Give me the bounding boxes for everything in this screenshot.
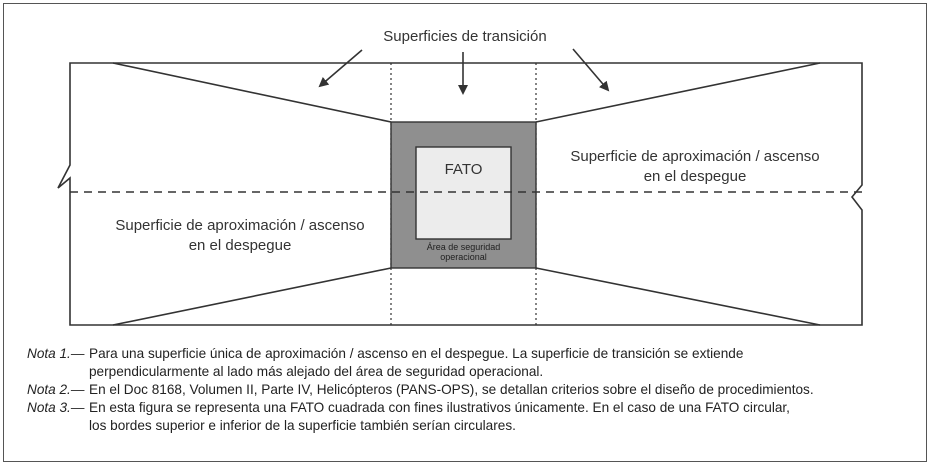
transition-line-top-right	[535, 62, 821, 123]
safety-area-label-line1: Área de seguridad	[426, 242, 501, 252]
figure-frame	[3, 3, 927, 462]
note-text: Para una superficie única de aproximació…	[89, 346, 744, 361]
note-text: En esta figura se representa una FATO cu…	[89, 400, 790, 415]
surface-outline	[57, 62, 863, 326]
arrow-right	[572, 48, 610, 92]
note-text: En el Doc 8168, Volumen II, Parte IV, He…	[89, 382, 814, 397]
transition-line-bottom-right	[535, 267, 821, 326]
note-key: Nota 2.—	[27, 382, 85, 397]
fato-label: FATO	[444, 161, 483, 178]
note-1: Nota 1.— Para una superficie única de ap…	[27, 345, 917, 381]
transition-line-bottom-left	[112, 267, 392, 326]
right-surface-label-line1: Superficie de aproximación / ascenso	[570, 148, 820, 165]
left-surface-label-line1: Superficie de aproximación / ascenso	[115, 217, 365, 234]
left-surface-label-line2: en el despegue	[188, 237, 292, 254]
note-key: Nota 3.—	[27, 400, 85, 415]
diagram-title: Superficies de transición	[383, 28, 547, 45]
fato-square	[415, 146, 512, 240]
notes-section: Nota 1.— Para una superficie única de ap…	[27, 345, 917, 435]
note-text: los bordes superior e inferior de la sup…	[89, 418, 516, 433]
right-surface-label-line2: en el despegue	[643, 168, 747, 185]
arrow-left	[318, 49, 363, 88]
safety-area-label-line2: operacional	[440, 252, 487, 262]
note-3: Nota 3.— En esta figura se representa un…	[27, 399, 917, 435]
note-text: perpendicularmente al lado más alejado d…	[89, 364, 544, 379]
note-key: Nota 1.—	[27, 346, 85, 361]
note-2: Nota 2.— En el Doc 8168, Volumen II, Par…	[27, 381, 917, 399]
transition-line-top-left	[112, 62, 392, 123]
